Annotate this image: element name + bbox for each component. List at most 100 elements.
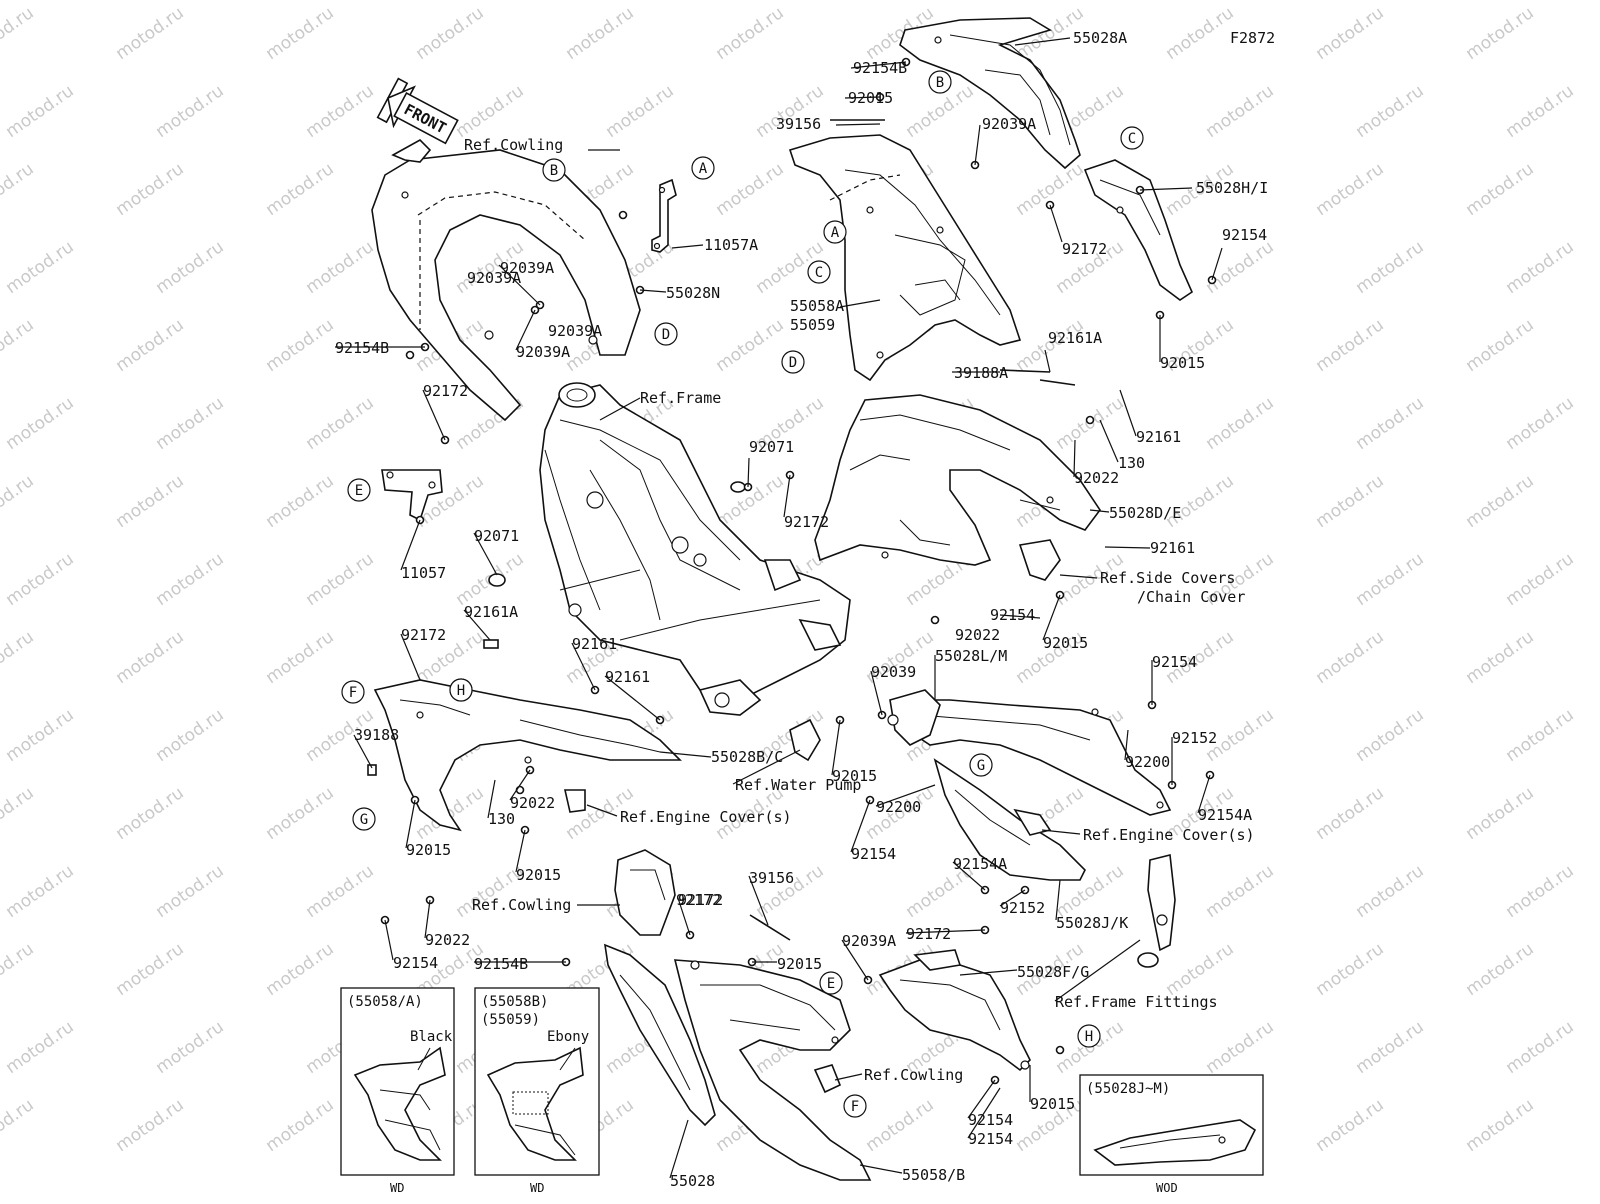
watermark-text: motod.ru: [1462, 159, 1537, 220]
leader-line: [1124, 729, 1129, 761]
part-number-label: 92154: [968, 1111, 1013, 1129]
part-number-label: 55028N: [666, 284, 720, 302]
watermark-text: motod.ru: [1202, 237, 1277, 298]
callout-circle-icon: [352, 807, 376, 831]
leader-line: [1059, 574, 1098, 579]
callout-circles: ABBCACDDEEFFGGGHH: [341, 70, 1144, 1118]
watermark-text: motod.ru: [1202, 1017, 1277, 1078]
part-number-label: 92200: [1125, 753, 1170, 771]
leader-line: [639, 289, 667, 293]
part-number-label: 92200: [876, 798, 921, 816]
inner-cowl-55028N: [371, 149, 641, 422]
part-number-label: 92039A: [982, 115, 1036, 133]
lower-cowl-55028B-C: [373, 679, 682, 832]
leader-line: [999, 614, 1041, 619]
watermark-text: motod.ru: [1312, 3, 1387, 64]
leader-line: [571, 642, 596, 691]
watermark-text: motod.ru: [302, 861, 377, 922]
fastener-bolt-icon: [1055, 1045, 1065, 1055]
leader-line: [859, 1164, 903, 1174]
part-number-label: 92154: [393, 954, 438, 972]
watermark-text: motod.ru: [862, 1095, 937, 1156]
bracket-92039: [887, 689, 941, 746]
leader-line: [1014, 37, 1071, 46]
leader-line: [850, 799, 871, 853]
rod-39156-lower: [749, 914, 791, 941]
part-number-label: 92161: [572, 635, 617, 653]
part-number-label: 92154: [1222, 226, 1267, 244]
water-pump-bracket: [789, 718, 821, 762]
callout-circle-icon: [823, 220, 847, 244]
watermark-text: motod.ru: [262, 627, 337, 688]
watermark-text: motod.ru: [1352, 861, 1427, 922]
watermark-text: motod.ru: [1352, 1017, 1427, 1078]
watermark-text: motod.ru: [1462, 3, 1537, 64]
leader-line: [875, 784, 936, 807]
watermark-text: motod.ru: [302, 81, 377, 142]
leader-line: [473, 532, 498, 576]
watermark-text: motod.ru: [262, 939, 337, 1000]
part-number-label: 92152: [1000, 899, 1045, 917]
cowl-55028H-I: [1083, 159, 1194, 301]
leader-line: [1049, 204, 1063, 243]
watermark-text: motod.ru: [152, 1017, 227, 1078]
leader-line: [841, 939, 869, 981]
watermark-text: motod.ru: [1162, 471, 1237, 532]
variant-box-55028J-M: (55028J~M) WOD: [1079, 1074, 1264, 1195]
callout-letter: E: [827, 976, 835, 992]
callout-circle-icon: [843, 1094, 867, 1118]
variant-box-55058A-code: (55058/A): [347, 994, 423, 1010]
watermark-text: motod.ru: [262, 315, 337, 376]
part-number-label: 92071: [474, 527, 519, 545]
watermark-text: motod.ru: [152, 861, 227, 922]
watermark-text: motod.ru: [1502, 549, 1577, 610]
leader-line: [384, 919, 394, 961]
leader-line: [1055, 879, 1061, 921]
clip-39188: [367, 764, 377, 776]
watermark-text: motod.ru: [302, 549, 377, 610]
leader-line: [1042, 594, 1061, 641]
watermark-text: motod.ru: [0, 627, 38, 688]
part-number-label: 55028B/C: [711, 748, 783, 766]
callout-circle-icon: [654, 322, 678, 346]
part-number-label: 92015: [406, 841, 451, 859]
watermark-text: motod.ru: [1352, 549, 1427, 610]
leader-line: [659, 751, 712, 758]
rod-92161A-right: [1039, 379, 1076, 386]
variant-box-55028J-M-code: (55028J~M): [1086, 1081, 1170, 1097]
callout-circle-icon: [691, 156, 715, 180]
watermark-text: motod.ru: [262, 1095, 337, 1156]
leader-line: [604, 675, 661, 721]
watermark-text: motod.ru: [1312, 315, 1387, 376]
frame-outline: [539, 382, 851, 716]
watermark-text: motod.ru: [1462, 783, 1537, 844]
leader-line: [1041, 829, 1081, 835]
watermark-text: motod.ru: [1462, 939, 1537, 1000]
watermark-text: motod.ru: [712, 315, 787, 376]
watermark-text: motod.ru: [152, 549, 227, 610]
watermark-text: motod.ru: [302, 237, 377, 298]
leader-line: [783, 474, 791, 518]
fastener-bolt-icon: [930, 615, 940, 625]
cowl-bracket-ref-cowling: [614, 849, 676, 936]
watermark-text: motod.ru: [112, 471, 187, 532]
watermark-text: motod.ru: [0, 159, 38, 220]
watermark-text: motod.ru: [1352, 81, 1427, 142]
ref-engine-covers-right: Ref.Engine Cover(s): [1083, 826, 1255, 844]
part-number-label: 92172: [1062, 240, 1107, 258]
variant-box-55058B: (55058B) (55059) Ebony WD: [474, 987, 600, 1195]
upper-cowl-55028A: [899, 17, 1081, 170]
leader-line: [905, 929, 986, 934]
leader-line: [850, 61, 907, 69]
part-number-label: 92015: [1030, 1095, 1075, 1113]
watermark-text: motod.ru: [262, 159, 337, 220]
part-number-label: 92154A: [1198, 806, 1252, 824]
watermark-text: motod.ru: [0, 939, 38, 1000]
watermark-text: motod.ru: [412, 3, 487, 64]
part-number-label: 92154: [968, 1130, 1013, 1148]
watermark-text: motod.ru: [0, 783, 38, 844]
watermark-text: motod.ru: [1502, 393, 1577, 454]
watermark-text: motod.ru: [1162, 3, 1237, 64]
